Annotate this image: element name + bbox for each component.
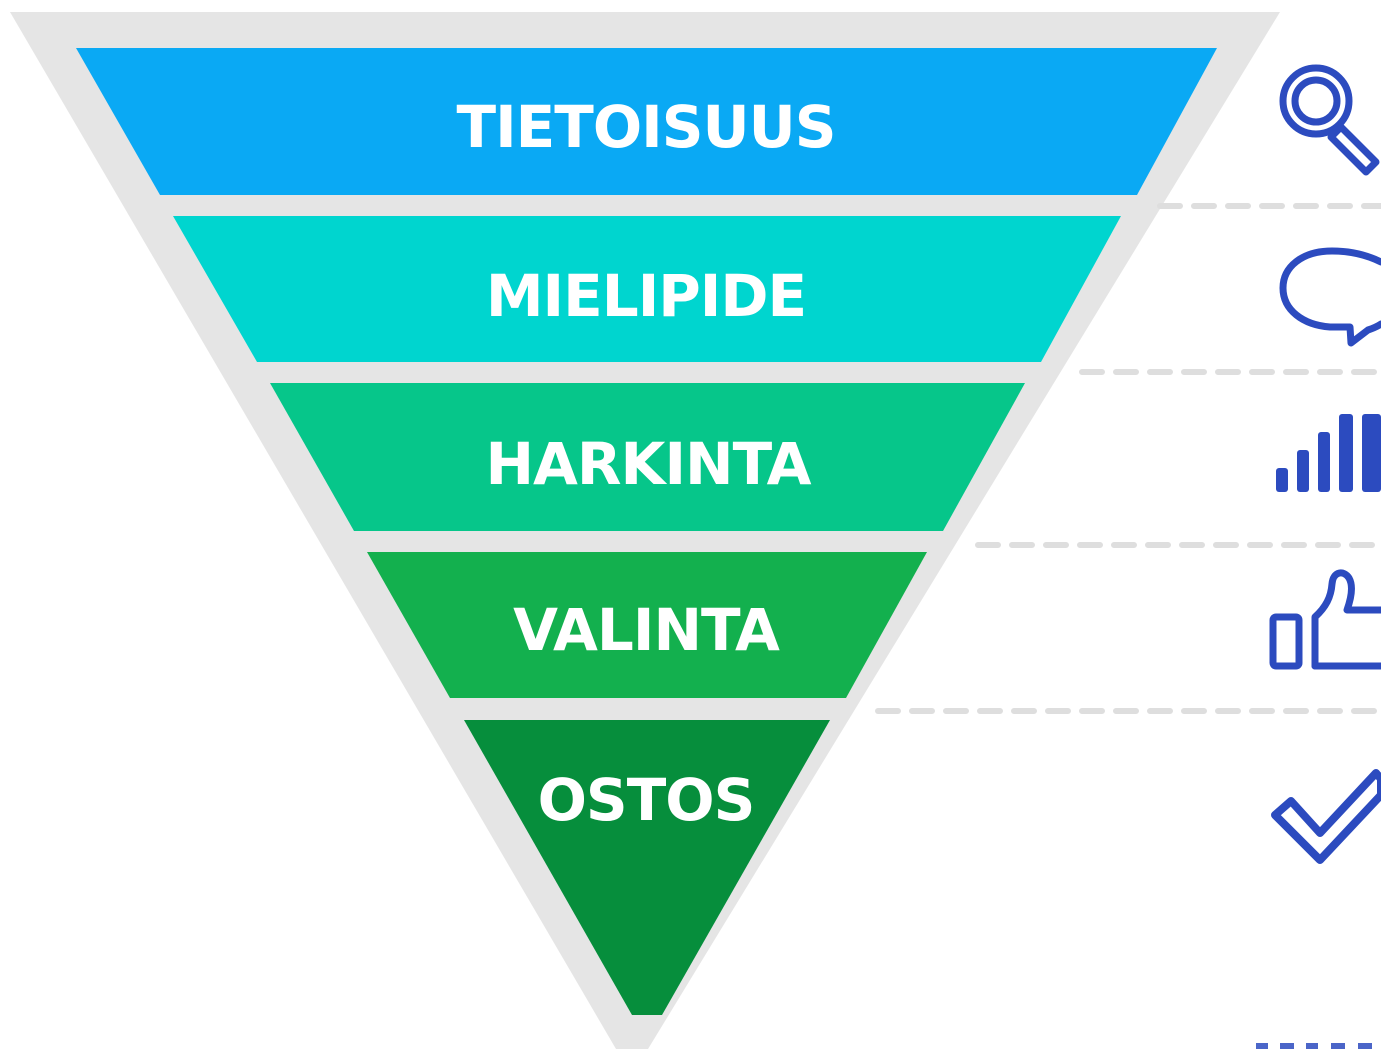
- stage-label-tietoisuus: TIETOISUUS: [457, 93, 836, 161]
- thumbs-up-icon: [1269, 569, 1381, 670]
- funnel-stage-harkinta: [270, 383, 1025, 531]
- magnifier-icon: [1279, 64, 1380, 176]
- checkmark-icon: [1271, 769, 1381, 864]
- funnel-stage-tietoisuus: [76, 48, 1217, 195]
- bar-chart-icon: [1276, 414, 1381, 492]
- funnel-stage-valinta: [367, 552, 927, 698]
- cropped-text-fragment: [1256, 1043, 1372, 1049]
- funnel-stage-ostos: [464, 720, 830, 1015]
- stage-label-ostos: OSTOS: [538, 766, 755, 834]
- funnel-stage-mielipide: [173, 216, 1121, 362]
- stage-label-valinta: VALINTA: [513, 596, 780, 664]
- stage-label-mielipide: MIELIPIDE: [486, 262, 806, 330]
- stage-label-harkinta: HARKINTA: [485, 430, 811, 498]
- speech-bubble-icon: [1279, 247, 1381, 347]
